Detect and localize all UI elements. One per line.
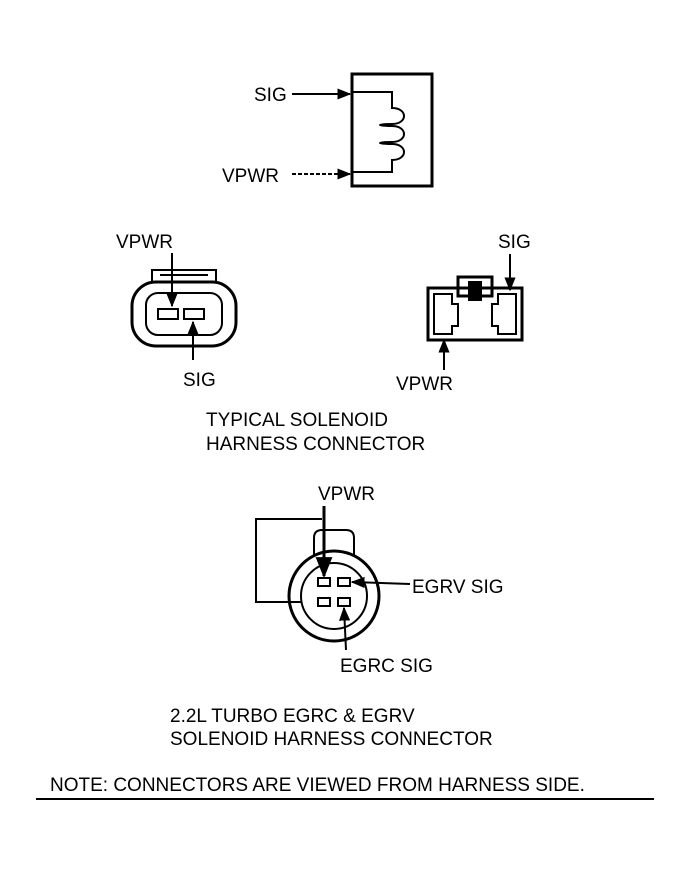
connector-outer-ring	[287, 549, 381, 643]
typical-connector-left: VPWR SIG	[116, 232, 238, 391]
turbo-caption-line2: SOLENOID HARNESS CONNECTOR	[170, 729, 493, 750]
pin-egrv-sig	[337, 577, 351, 587]
typical-caption-line1: TYPICAL SOLENOID	[206, 410, 388, 431]
jumper-wire	[255, 518, 322, 603]
pin-jumper	[317, 597, 331, 607]
pin-egrc-sig	[337, 597, 351, 607]
cavity-left	[433, 293, 459, 335]
left-vpwr-label: VPWR	[116, 232, 173, 253]
connector-inner-shell	[145, 292, 223, 336]
solenoid-coil-icon	[352, 91, 405, 173]
pin-sig	[183, 308, 205, 320]
turbo-egrc-arrow	[339, 606, 351, 651]
typical-caption-line2: HARNESS CONNECTOR	[206, 434, 425, 455]
cavity-right	[491, 293, 517, 335]
turbo-egrv-arrow	[350, 576, 411, 589]
typical-connector-right: SIG VPWR	[396, 232, 531, 395]
turbo-connector: VPWR EGRV SIG EGRC SIG	[255, 484, 504, 677]
solenoid-sig-label: SIG	[254, 85, 287, 106]
connector-inner-ring	[300, 562, 368, 630]
turbo-egrv-label: EGRV SIG	[412, 577, 504, 598]
solenoid-body	[350, 72, 434, 188]
right-vpwr-label: VPWR	[396, 374, 453, 395]
connector-latch	[151, 269, 217, 282]
connector-outer-shell	[130, 280, 238, 348]
turbo-egrc-label: EGRC SIG	[340, 656, 433, 677]
solenoid-vpwr-label: VPWR	[222, 166, 279, 187]
left-sig-label: SIG	[183, 370, 216, 391]
right-sig-label: SIG	[498, 232, 531, 253]
connector-latch	[313, 529, 355, 556]
turbo-caption-line1: 2.2L TURBO EGRC & EGRV	[170, 706, 415, 727]
solenoid-schematic: SIG VPWR	[222, 72, 434, 188]
pin-vpwr	[317, 577, 331, 587]
note-text: NOTE: CONNECTORS ARE VIEWED FROM HARNESS…	[50, 775, 585, 796]
pin-vpwr	[157, 308, 179, 320]
turbo-vpwr-label: VPWR	[318, 484, 375, 505]
